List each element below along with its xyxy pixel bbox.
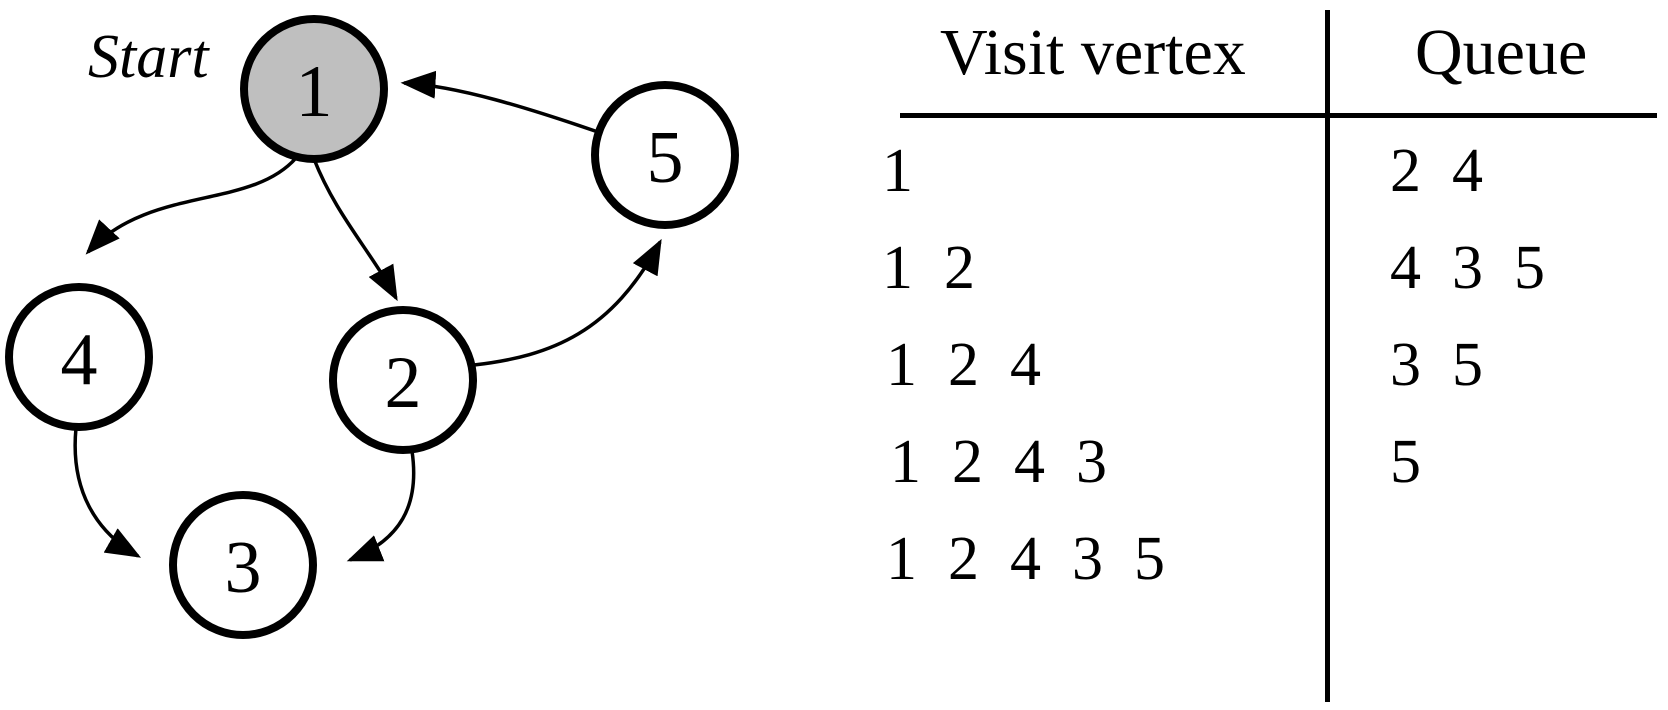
table-row: 1 2 4 3 5 — [834, 431, 1668, 528]
node-label-5: 5 — [647, 117, 684, 199]
edge-2-to-5 — [473, 238, 662, 367]
start-label: Start — [88, 23, 209, 91]
node-circle-3[interactable] — [169, 491, 317, 639]
graph-panel: Start 1 5 — [5, 15, 739, 639]
node-circle-2[interactable] — [329, 306, 477, 454]
node-label-2: 2 — [385, 342, 422, 424]
graph-node-5[interactable]: 5 — [591, 81, 739, 229]
node-circle-1[interactable] — [240, 15, 388, 163]
edge-5-to-1 — [400, 70, 599, 134]
table-header-row: Visit vertex Queue — [834, 14, 1668, 100]
graph-canvas: 1 5 4 2 3 — [5, 15, 739, 639]
cell-queue: 4 3 5 — [1390, 234, 1545, 302]
cell-visit-vertex: 1 2 4 3 5 — [886, 525, 1165, 593]
cell-queue: 2 4 — [1390, 137, 1483, 205]
edge-2-to-3 — [346, 450, 416, 562]
table-row: 1 2 4 3 5 — [834, 528, 1668, 625]
table-row: 1 2 4 3 5 — [834, 237, 1668, 334]
cell-visit-vertex: 1 2 — [882, 234, 975, 302]
table-row: 1 2 4 3 5 — [834, 334, 1668, 431]
column-vertical-divider — [1325, 10, 1330, 702]
cell-queue: 3 5 — [1390, 331, 1483, 399]
node-circle-4[interactable] — [5, 283, 153, 431]
edge-1-to-4 — [85, 156, 298, 255]
node-label-4: 4 — [61, 319, 98, 401]
edge-4-to-3 — [73, 427, 142, 558]
column-header-queue: Queue — [1415, 16, 1588, 89]
cell-visit-vertex: 1 2 4 3 — [890, 428, 1107, 496]
node-label-3: 3 — [225, 527, 262, 609]
node-circle-5[interactable] — [591, 81, 739, 229]
graph-node-4[interactable]: 4 — [5, 283, 153, 431]
trace-table: Visit vertex Queue 1 2 4 1 2 4 3 5 1 2 4… — [834, 0, 1668, 710]
edge-1-to-2 — [312, 158, 398, 302]
header-horizontal-rule — [900, 113, 1657, 118]
cell-queue: 5 — [1390, 428, 1421, 496]
table-body: 1 2 4 1 2 4 3 5 1 2 4 3 5 1 2 4 3 5 1 2 … — [834, 140, 1668, 625]
graph-node-1[interactable]: 1 — [240, 15, 388, 163]
column-header-visit-vertex: Visit vertex — [940, 16, 1246, 89]
cell-visit-vertex: 1 — [882, 137, 913, 205]
node-label-1: 1 — [296, 51, 333, 133]
cell-visit-vertex: 1 2 4 — [886, 331, 1041, 399]
graph-node-2[interactable]: 2 — [329, 306, 477, 454]
graph-edges — [73, 70, 662, 562]
graph-node-3[interactable]: 3 — [169, 491, 317, 639]
table-row: 1 2 4 — [834, 140, 1668, 237]
